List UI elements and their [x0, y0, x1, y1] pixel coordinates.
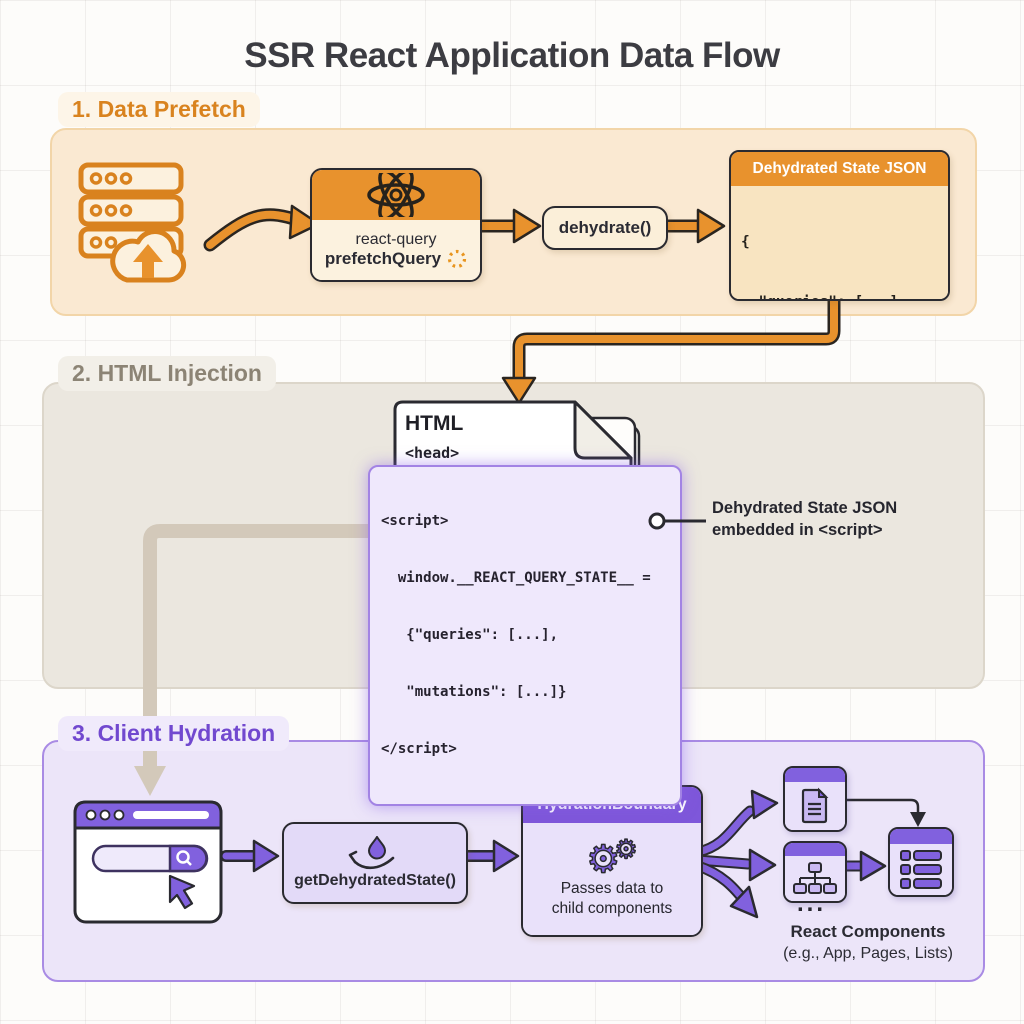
section-heading-html-injection: 2. HTML Injection	[58, 356, 276, 391]
script-line: </script>	[381, 741, 457, 757]
doc-title: HTML	[405, 412, 464, 435]
json-code-line: "queries": [...],	[741, 292, 938, 299]
json-card-code: { "queries": [...], "mutations": [...], …	[731, 186, 948, 299]
react-components-label: React Components (e.g., App, Pages, List…	[756, 920, 980, 965]
doc-head-tag: <head>	[405, 444, 460, 462]
json-card-header: Dehydrated State JSON	[731, 152, 948, 186]
script-line: "mutations": [...]}	[381, 684, 567, 700]
script-line: window.__REACT_QUERY_STATE__ =	[381, 570, 651, 586]
boundary-desc-line: Passes data to	[560, 879, 664, 897]
annotation-line: Dehydrated State JSON	[712, 499, 898, 517]
server-cloud-upload-icon	[75, 160, 193, 286]
react-query-prefetch-box: react-query prefetchQuery	[310, 168, 482, 282]
section-heading-data-prefetch: 1. Data Prefetch	[58, 92, 260, 127]
dehydrate-function-box: dehydrate()	[542, 206, 668, 250]
boundary-desc-line: child components	[551, 899, 673, 917]
dehydrate-label: dehydrate()	[558, 218, 652, 237]
script-line: <script>	[381, 513, 449, 529]
get-dehydrated-state-box: getDehydratedState()	[282, 822, 468, 904]
get-dehydrated-state-label: getDehydratedState()	[294, 872, 456, 889]
script-line: {"queries": [...],	[381, 627, 559, 643]
component-tree-icon	[793, 861, 837, 894]
hydration-boundary-card: HydrationBoundary ⚙⚙ Passes data to chil…	[521, 785, 703, 937]
component-card-tree	[783, 841, 847, 903]
components-label-line: (e.g., App, Pages, Lists)	[783, 945, 953, 962]
react-query-label: react-query	[355, 231, 437, 248]
json-code-line: {	[741, 234, 750, 250]
document-file-icon	[801, 787, 829, 824]
section-heading-client-hydration: 3. Client Hydration	[58, 716, 290, 751]
loading-spinner-icon	[447, 249, 467, 269]
dehydrated-state-json-card: Dehydrated State JSON { "queries": [...]…	[729, 150, 950, 301]
prefetch-query-label: prefetchQuery	[324, 249, 442, 268]
react-logo-icon	[312, 170, 480, 220]
gears-icon: ⚙⚙	[586, 833, 639, 881]
list-items-icon	[900, 849, 942, 889]
embedded-script-block: <script> window.__REACT_QUERY_STATE__ = …	[368, 465, 682, 806]
component-card-page	[783, 766, 847, 832]
component-card-list	[888, 827, 954, 897]
page-title: SSR React Application Data Flow	[244, 36, 780, 75]
components-label-line: React Components	[790, 922, 946, 941]
annotation-text: Dehydrated State JSON embedded in <scrip…	[712, 497, 962, 541]
hand-droplet-icon	[348, 836, 395, 870]
browser-window-icon	[73, 800, 223, 924]
more-components-ellipsis: ...	[797, 890, 827, 917]
annotation-line: embedded in <script>	[712, 521, 883, 539]
